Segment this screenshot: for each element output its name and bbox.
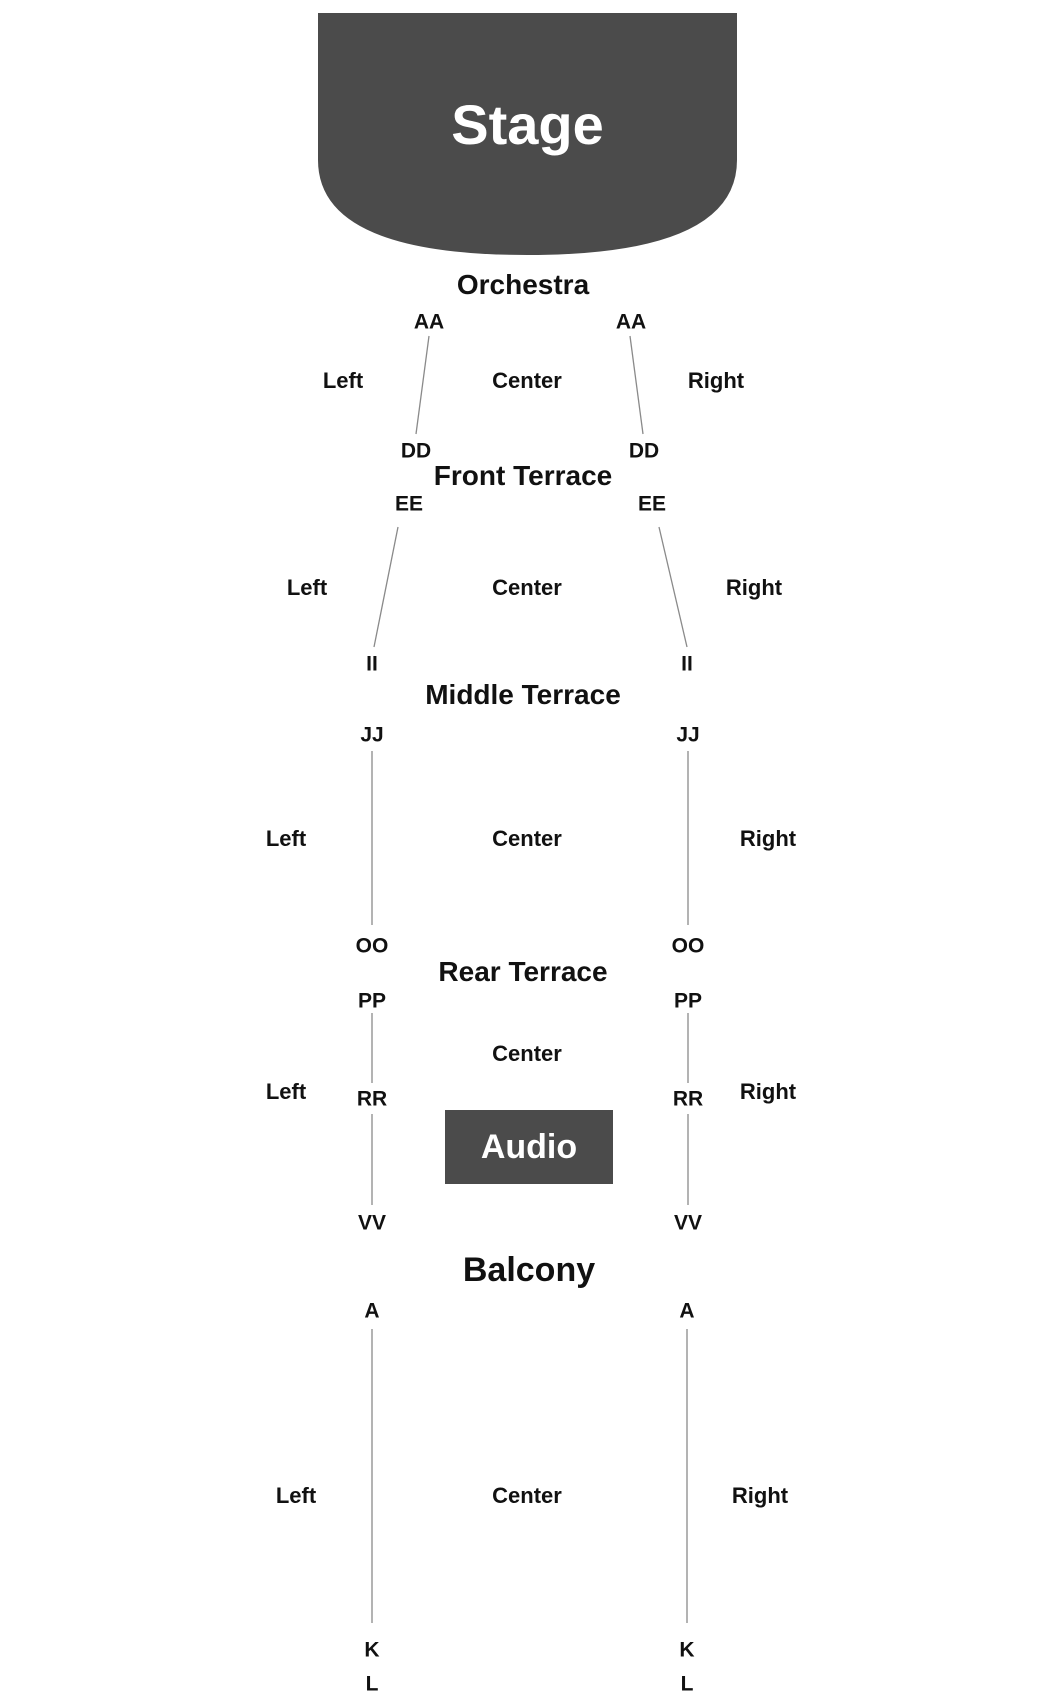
- orchestra-title: Orchestra: [456, 269, 590, 300]
- orchestra-left-line: [415, 335, 430, 435]
- front-terrace-right-bottom-row: II: [681, 652, 693, 676]
- stage: Stage: [318, 13, 737, 255]
- front-terrace-left-label: Left: [286, 575, 328, 600]
- balcony-right-top-row: A: [679, 1299, 695, 1323]
- middle-terrace-left-label: Left: [265, 826, 307, 851]
- rear-terrace-right-mid-row: RR: [672, 1087, 704, 1111]
- middle-terrace-right-top-row: JJ: [676, 723, 700, 747]
- rear-terrace-right-top-row: PP: [673, 989, 703, 1013]
- rear-terrace-right-bottom-row: VV: [673, 1211, 703, 1235]
- orchestra-right-line: [629, 335, 644, 435]
- orchestra-right-bottom-row: DD: [628, 439, 660, 463]
- balcony-right-last-row: L: [680, 1672, 694, 1696]
- middle-terrace-right-bottom-row: OO: [671, 934, 705, 958]
- middle-terrace-title: Middle Terrace: [425, 679, 621, 710]
- balcony-left-bottom-row: K: [364, 1638, 380, 1662]
- audio-label: Audio: [480, 1128, 578, 1166]
- orchestra-right-label: Right: [687, 368, 745, 393]
- front-terrace-right-line: [658, 526, 688, 648]
- audio-booth: Audio: [445, 1110, 613, 1184]
- rear-terrace-left-label: Left: [265, 1079, 307, 1104]
- balcony-center-label: Center: [492, 1483, 562, 1508]
- rear-terrace-right-label: Right: [739, 1079, 797, 1104]
- front-terrace-right-top-row: EE: [637, 492, 667, 516]
- orchestra-left-top-row: AA: [413, 310, 445, 334]
- front-terrace-center-label: Center: [492, 575, 562, 600]
- stage-shape: [318, 13, 737, 255]
- front-terrace-right-label: Right: [725, 575, 783, 600]
- front-terrace-left-line: [373, 526, 399, 648]
- rear-terrace-title: Rear Terrace: [438, 956, 608, 987]
- orchestra-center-label: Center: [492, 368, 562, 393]
- middle-terrace-left-top-row: JJ: [360, 723, 384, 747]
- balcony-title: Balcony: [462, 1251, 596, 1289]
- middle-terrace-center-label: Center: [492, 826, 562, 851]
- rear-terrace-left-bottom-row: VV: [357, 1211, 387, 1235]
- orchestra-left-label: Left: [322, 368, 364, 393]
- front-terrace-left-top-row: EE: [394, 492, 424, 516]
- balcony-left-last-row: L: [365, 1672, 379, 1696]
- orchestra-right-top-row: AA: [615, 310, 647, 334]
- rear-terrace-left-top-row: PP: [357, 989, 387, 1013]
- balcony-right-bottom-row: K: [679, 1638, 695, 1662]
- stage-label: Stage: [451, 93, 604, 156]
- front-terrace-title: Front Terrace: [433, 460, 613, 491]
- balcony-left-label: Left: [275, 1483, 317, 1508]
- rear-terrace-left-mid-row: RR: [356, 1087, 388, 1111]
- middle-terrace-right-label: Right: [739, 826, 797, 851]
- front-terrace-left-bottom-row: II: [366, 652, 378, 676]
- rear-terrace-center-label: Center: [492, 1041, 562, 1066]
- middle-terrace-left-bottom-row: OO: [355, 934, 389, 958]
- balcony-right-label: Right: [731, 1483, 789, 1508]
- balcony-left-top-row: A: [364, 1299, 380, 1323]
- orchestra-left-bottom-row: DD: [400, 439, 432, 463]
